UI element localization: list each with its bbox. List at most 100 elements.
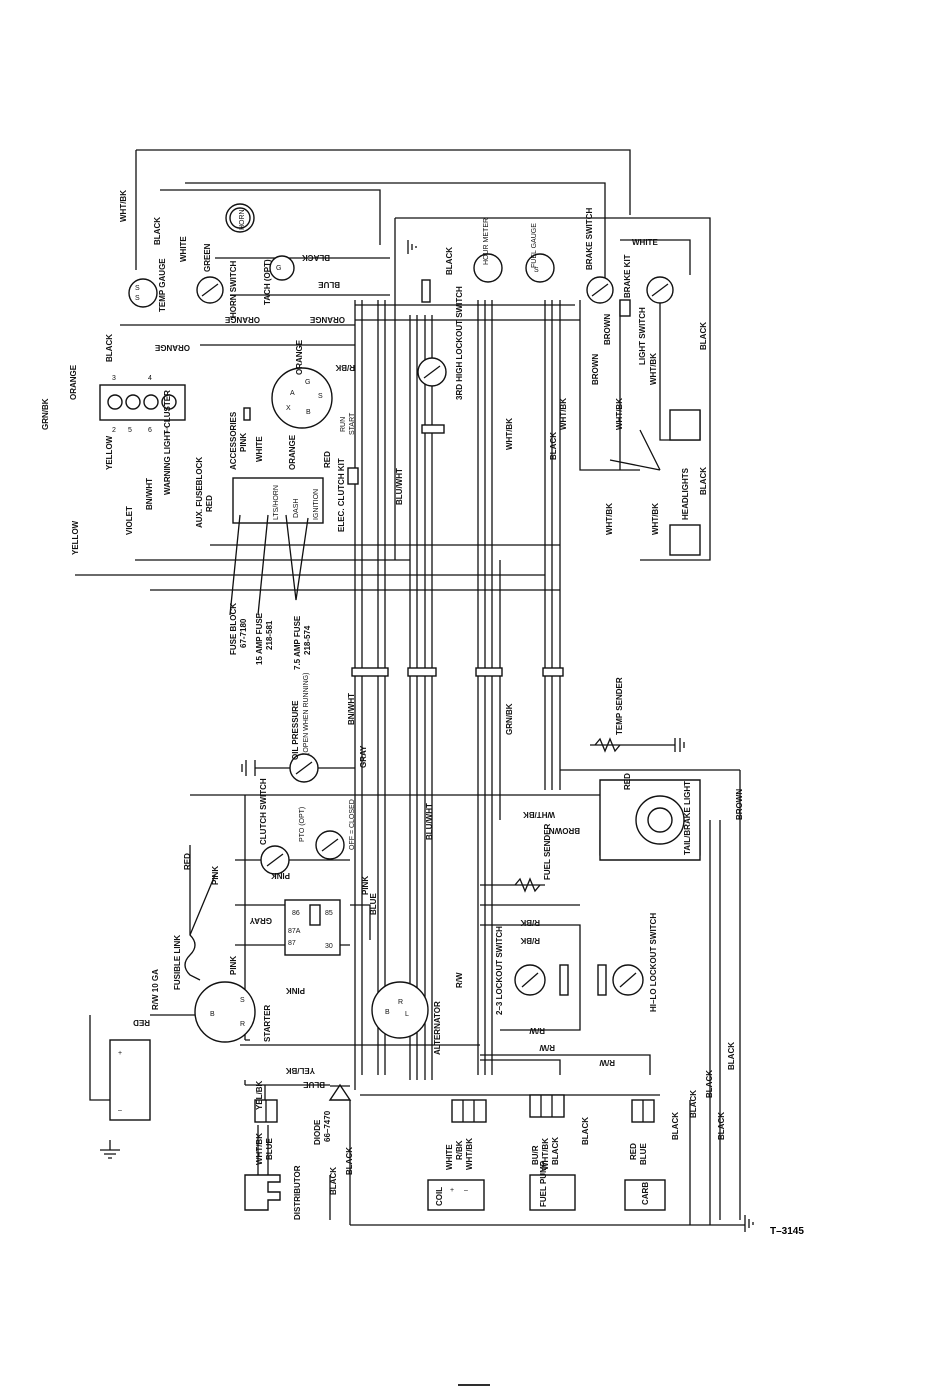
horn <box>225 203 255 233</box>
svg-text:–: – <box>464 1187 468 1194</box>
wire-label: WHITE <box>179 236 188 262</box>
svg-text:5: 5 <box>128 427 132 434</box>
harness-clamps <box>351 279 629 833</box>
wire-label: GRN/BK <box>505 703 514 735</box>
warning-light-cluster-label: WARNING LIGHT CLUSTER <box>163 390 172 495</box>
fuel-gauge-label: FUEL GAUGE <box>531 223 538 268</box>
svg-text:S: S <box>135 285 140 292</box>
oil-pressure-note: (OPEN WHEN RUNNING) <box>303 673 310 755</box>
alternator: B R L <box>371 981 429 1039</box>
wire-label: PINK <box>239 433 248 452</box>
fuel-gauge: S <box>525 253 555 283</box>
light-switch <box>646 276 674 304</box>
wire-label: BLU/WHT <box>425 803 434 840</box>
hour-meter-label: HOUR METER <box>483 218 490 265</box>
pto-switch <box>315 830 345 860</box>
brake-switch-label: BRAKE SWITCH <box>585 208 594 270</box>
aux-fuseblock-label: AUX. FUSEBLOCK <box>195 457 204 528</box>
wire-label: BLACK <box>329 1167 338 1195</box>
dash-label: DASH <box>293 499 300 518</box>
distributor-label: DISTRIBUTOR <box>293 1165 302 1220</box>
tail-brake-label: TAIL/BRAKE LIGHT <box>683 781 692 855</box>
svg-text:A: A <box>290 390 295 397</box>
temp-gauge-label: TEMP GAUGE <box>158 258 167 312</box>
wire-label: WHT/BK <box>255 1133 264 1165</box>
wire-label: R/BK <box>520 936 540 945</box>
headlights-label: HEADLIGHTS <box>681 467 690 520</box>
relay-pin-30: 30 <box>325 943 333 950</box>
tach: G <box>269 255 295 281</box>
brake-kit-label: BRAKE KIT <box>623 254 632 298</box>
off-closed-label: OFF = CLOSED <box>349 799 356 850</box>
wire-label: RED <box>623 773 632 790</box>
fusible-link-label: FUSIBLE LINK <box>173 935 182 990</box>
headlight-lower <box>669 524 701 556</box>
svg-text:+: + <box>450 1187 454 1194</box>
svg-text:S: S <box>318 393 323 400</box>
wire-label: R/W <box>455 972 464 988</box>
wire-labels: WHT/BK BLACK WHITE GREEN BLACK BLUE ORAN… <box>41 190 744 1195</box>
horn-label: HORN <box>239 209 246 230</box>
svg-text:R: R <box>398 999 403 1006</box>
wire-label: BLU/WHT <box>395 468 404 505</box>
relay-pin-87: 87 <box>288 940 296 947</box>
diode-label: DIODE <box>313 1119 322 1145</box>
cluster-pin-numbers: 3 4 2 5 6 1 <box>112 375 169 434</box>
wire-label: BLUE <box>369 893 378 915</box>
temp-sender-label: TEMP SENDER <box>615 677 624 735</box>
svg-text:–: – <box>118 1107 122 1114</box>
wire-label: VIOLET <box>125 506 134 535</box>
relay: 86 85 87A 87 30 <box>284 899 341 956</box>
wire-label: PINK <box>286 986 305 995</box>
wire-label: R/BK <box>335 363 355 372</box>
wire-label: BLACK <box>551 1137 560 1165</box>
fuel-sender-label: FUEL SENDER <box>543 823 552 880</box>
svg-text:G: G <box>276 265 281 272</box>
starter: S R B <box>194 981 256 1043</box>
svg-text:L: L <box>405 1011 409 1018</box>
wire-label: BLACK <box>345 1147 354 1175</box>
diode <box>328 1083 352 1101</box>
relay-pin-85: 85 <box>325 910 333 917</box>
wire-label: BN/WHT <box>347 693 356 725</box>
svg-text:R: R <box>240 1021 245 1028</box>
fuse-block-pn: 67-7180 <box>239 618 248 648</box>
wire-label: WHT/BK <box>465 1138 474 1170</box>
wire-label: WHT/BK <box>615 398 624 430</box>
wire-label: PINK <box>211 866 220 885</box>
svg-text:B: B <box>385 1009 390 1016</box>
lockout-switch-2-3 <box>514 964 569 996</box>
wire-label: RED <box>629 1143 638 1160</box>
wire-label: BLACK <box>581 1117 590 1145</box>
wire-label: YEL/BK <box>285 1066 315 1075</box>
starter-label: STARTER <box>263 1005 272 1042</box>
wire-label: GRN/BK <box>41 398 50 430</box>
wire-label: BLACK <box>689 1090 698 1118</box>
wire-label: BLUE <box>265 1138 274 1160</box>
wire-label: BLACK <box>105 334 114 362</box>
ignition-label: IGNITION <box>313 489 320 520</box>
connectors <box>254 1094 655 1123</box>
wire-label: ORANGE <box>154 343 190 352</box>
temp-sender <box>594 737 676 753</box>
wire-label: BROWN <box>549 826 580 835</box>
svg-text:S: S <box>240 997 245 1004</box>
run-label: RUN <box>340 417 347 432</box>
temp-gauge: S S <box>128 278 158 308</box>
wire-label: ORANGE <box>69 364 78 400</box>
rw-10ga-label: R/W 10 GA <box>151 969 160 1010</box>
svg-text:B: B <box>306 409 311 416</box>
wire-label: BROWN <box>591 354 600 385</box>
wire-label: WHT/BK <box>649 353 658 385</box>
drawing-number: T–3145 <box>770 1226 804 1237</box>
relay-pin-86: 86 <box>292 910 300 917</box>
distributor <box>244 1125 281 1211</box>
hi-lo-lockout-switch <box>597 964 644 996</box>
wire-label: BLACK <box>727 1042 736 1070</box>
wire-label: BROWN <box>735 789 744 820</box>
wire-label: BLACK <box>153 217 162 245</box>
wire-label: BROWN <box>603 314 612 345</box>
wire-label: WHT/BK <box>605 503 614 535</box>
wire-label: PINK <box>229 956 238 975</box>
